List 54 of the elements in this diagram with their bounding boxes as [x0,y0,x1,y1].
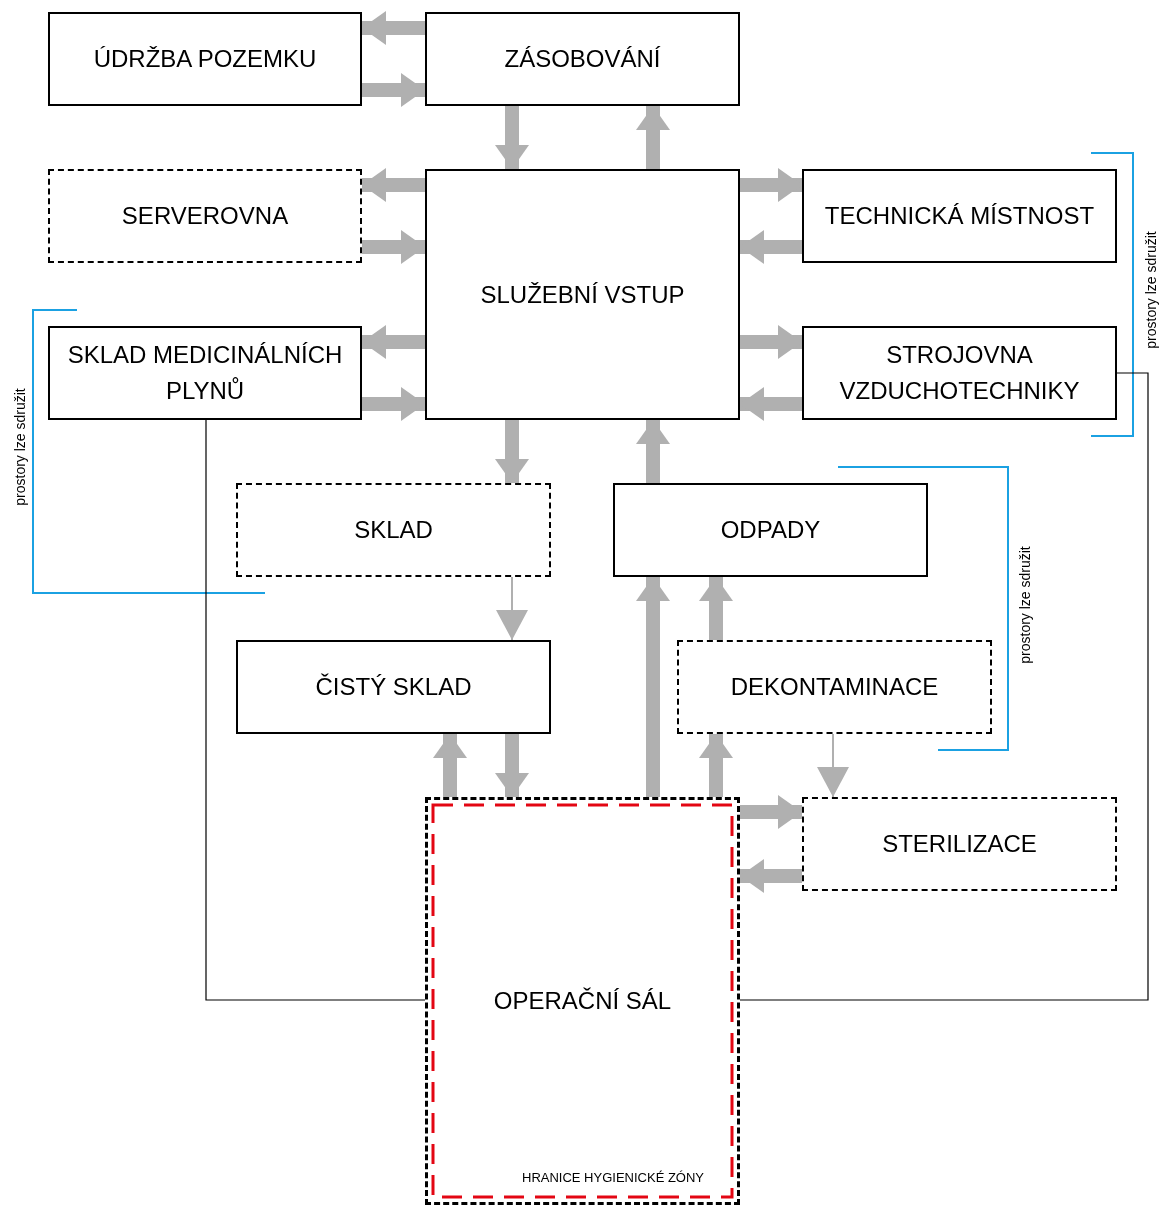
room-name: ODPADY [720,515,821,545]
room-box [802,169,1117,263]
flow-arrow [495,734,529,797]
flow-arrow [362,11,425,45]
flow-arrow [740,325,802,359]
room-box [802,326,1117,420]
flow-arrow [740,859,802,893]
room-box [425,12,740,106]
room-box [48,12,362,106]
flow-arrow [740,168,802,202]
flow-arrow [362,73,425,107]
flow-arrow [495,106,529,169]
flow-arrow [740,387,802,421]
room-name: SKLAD MEDICINÁLNÍCH PLYNŮ [66,340,344,406]
optional-room-box [48,169,362,263]
room-name: SLUŽEBNÍ VSTUP [480,279,685,310]
room-name: ČISTÝ SKLAD [315,672,472,702]
room-name: OPERAČNÍ SÁL [493,986,672,1016]
flow-arrow [636,106,670,169]
bracket-note: prostory lze sdružit [1017,546,1033,664]
flow-arrow [362,230,425,264]
room-box [425,169,740,420]
optional-room-box [236,483,551,577]
optional-room-box [802,797,1117,891]
flow-arrow [362,168,425,202]
room-name: ÚDRŽBA POZEMKU [93,44,317,74]
flow-arrow [740,795,802,829]
connector-line [739,372,1149,1001]
connector-line [205,419,426,1001]
flow-arrow [362,387,425,421]
room-name: TECHNICKÁ MÍSTNOST [824,201,1095,231]
flow-arrow [740,230,802,264]
room-box [613,483,928,577]
room-name: SERVEROVNA [121,201,289,231]
room-name: STROJOVNA VZDUCHOTECHNIKY [838,340,1081,406]
room-box [236,640,551,734]
flow-arrow [362,325,425,359]
room-box [48,326,362,420]
flow-arrow [636,577,670,797]
flow-arrow [817,733,849,798]
room-name: DEKONTAMINACE [730,672,939,702]
zone-label: HRANICE HYGIENICKÉ ZÓNY [522,1170,705,1185]
room-name: SKLAD [354,515,433,545]
flow-arrow [699,734,733,797]
flow-arrow [495,420,529,483]
flow-arrow [699,577,733,640]
flow-arrow [433,734,467,797]
bracket-note: prostory lze sdružit [12,388,28,506]
optional-room-box [677,640,992,734]
room-name: STERILIZACE [882,829,1037,859]
flow-arrow [636,420,670,483]
bracket-note: prostory lze sdružit [1143,231,1159,349]
flow-arrow [496,576,528,641]
room-name: ZÁSOBOVÁNÍ [504,44,661,74]
